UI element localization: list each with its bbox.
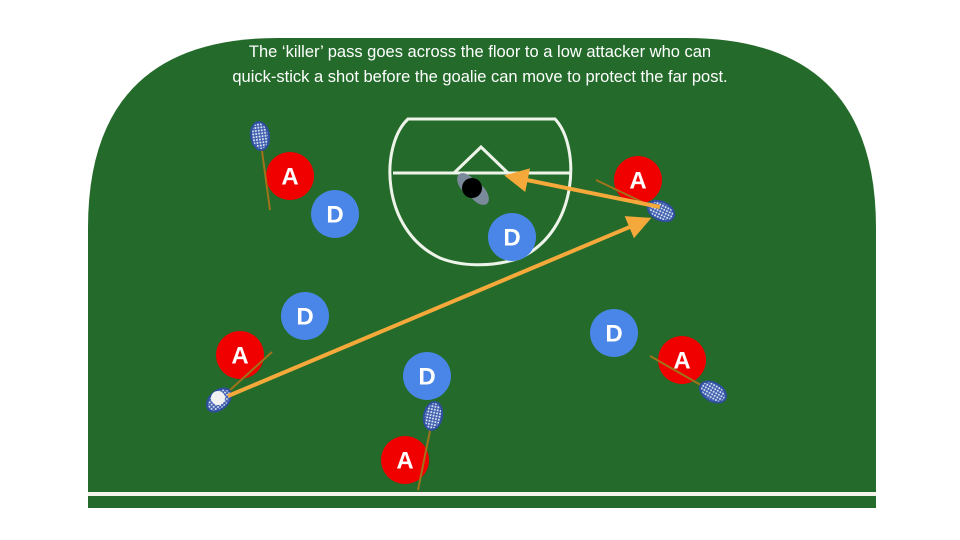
- player-label: A: [673, 348, 690, 375]
- goalie: [457, 173, 489, 205]
- player-label: A: [629, 168, 646, 195]
- player-label: A: [231, 343, 248, 370]
- player-label: D: [605, 321, 622, 348]
- defender-token: D: [488, 213, 536, 261]
- shot-arrow: [504, 168, 661, 209]
- lacrosse-stick-icon: [417, 401, 444, 491]
- goal-crease: [388, 117, 573, 267]
- defender-token: D: [311, 190, 359, 238]
- player-label: D: [296, 304, 313, 331]
- ball: [211, 391, 225, 405]
- defender-token: D: [403, 352, 451, 400]
- defender-token: D: [281, 292, 329, 340]
- player-label: A: [281, 164, 298, 191]
- attacker-token: A: [266, 152, 314, 200]
- lacrosse-stick-icon: [649, 355, 727, 404]
- killer-pass-arrow: [227, 216, 652, 398]
- play-caption: The ‘killer’ pass goes across the floor …: [232, 43, 728, 86]
- player-label: D: [418, 364, 435, 391]
- attacker-token: A: [614, 156, 662, 204]
- attacker-token: A: [216, 331, 264, 379]
- attacker-token: A: [381, 436, 429, 484]
- defender-token: D: [590, 309, 638, 357]
- player-label: D: [503, 225, 520, 252]
- field: [88, 38, 876, 508]
- player-label: A: [396, 448, 413, 475]
- lacrosse-stick-icon: [249, 121, 271, 211]
- attacker-token: A: [658, 336, 706, 384]
- player-label: D: [326, 202, 343, 229]
